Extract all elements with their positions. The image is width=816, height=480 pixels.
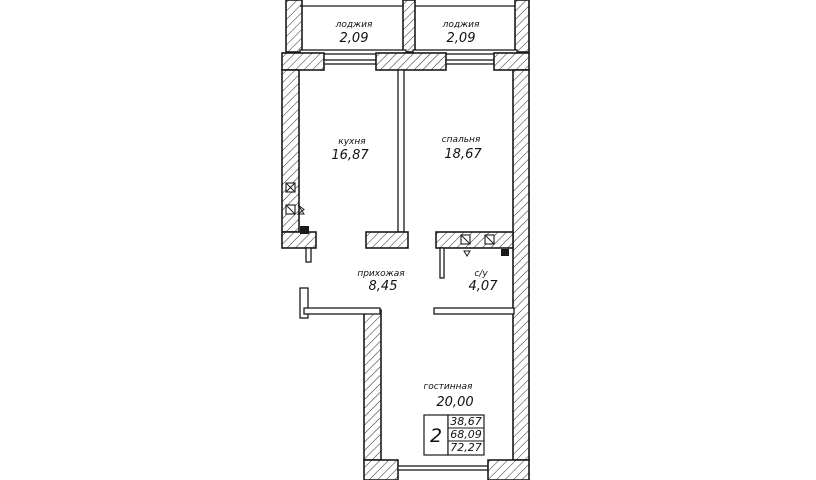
top-wall-middle — [375, 52, 447, 71]
kitchen-bedroom-partition — [397, 69, 405, 233]
top-wall-left — [281, 52, 325, 71]
kitchen-bottom-wall — [281, 231, 317, 249]
bathroom-valve-icon — [463, 250, 471, 257]
loggia-left-name: лоджия — [335, 20, 373, 30]
loggia-right-area: 2,09 — [447, 31, 476, 46]
loggia-left-area: 2,09 — [340, 31, 369, 46]
rooms-count-box — [423, 414, 449, 456]
right-wall — [512, 69, 530, 461]
living-room-name: гостинная — [424, 382, 474, 392]
hall-bottom-right-wall — [433, 307, 515, 315]
gas-valve-icon — [296, 204, 305, 215]
left-wall-living — [363, 309, 382, 461]
hallway-area: 8,45 — [369, 279, 398, 294]
bottom-wall-right — [487, 459, 530, 480]
area-summary: 2 38,67 68,09 72,27 — [423, 414, 485, 456]
exterior-walls — [281, 52, 530, 480]
bedroom-window — [445, 59, 495, 65]
loggia-right-wall — [514, 0, 530, 53]
bedroom-name: спальня — [442, 135, 481, 145]
total-area-value: 72,27 — [450, 441, 482, 454]
hallway-name: прихожая — [357, 269, 405, 279]
loggia-bottom-right-rail — [412, 49, 518, 55]
loggia-middle-wall — [402, 0, 416, 53]
hall-bottom-left-wall — [303, 307, 381, 315]
loggia-left-wall — [285, 0, 303, 53]
kitchen-window — [323, 59, 377, 65]
bedroom-area: 18,67 — [444, 147, 482, 162]
bathroom-left-partition — [439, 247, 445, 279]
usable-area-value: 68,09 — [450, 428, 482, 441]
kitchen-name: кухня — [338, 137, 366, 147]
kitchen-area: 16,87 — [331, 148, 369, 163]
bathroom-area: 4,07 — [469, 279, 499, 294]
bathroom-top-wall — [435, 231, 514, 249]
bottom-wall-left — [363, 459, 399, 480]
area-values-box — [447, 414, 485, 456]
loggia-right-name: лоджия — [442, 20, 480, 30]
living-area-value: 38,67 — [450, 415, 482, 428]
bathroom-name: с/у — [474, 269, 488, 279]
hall-left-partition — [305, 247, 312, 263]
living-room-area: 20,00 — [436, 395, 473, 410]
entrance-door-jamb — [299, 287, 309, 319]
room-labels: лоджия 2,09 лоджия 2,09 кухня 16,87 спал… — [331, 20, 498, 410]
loggia-bottom-left-rail — [299, 49, 407, 55]
kitchen-riser-block-icon — [300, 226, 309, 234]
top-wall-right — [493, 52, 530, 71]
rooms-count: 2 — [430, 425, 442, 447]
kitchen-hall-wall-stub — [365, 231, 409, 249]
bathroom-riser-block-icon — [501, 249, 509, 256]
living-window — [397, 465, 489, 471]
engineering-symbols — [285, 182, 509, 257]
